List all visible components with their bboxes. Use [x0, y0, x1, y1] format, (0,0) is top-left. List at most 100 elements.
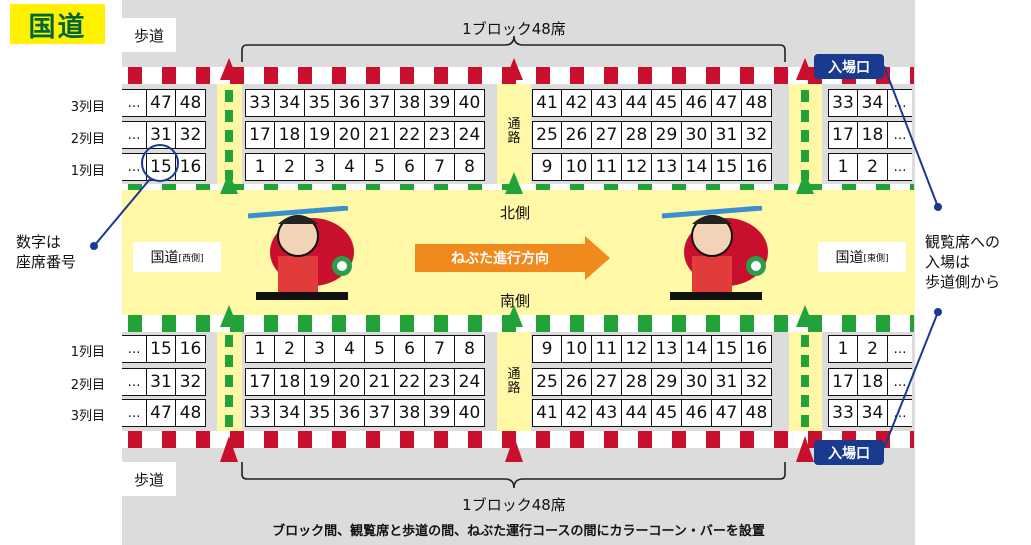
seat-cell[interactable]: 14 — [682, 153, 712, 181]
seat-cell[interactable]: 13 — [652, 335, 682, 363]
seat-cell[interactable]: 29 — [652, 368, 682, 396]
seat-cell[interactable]: 27 — [592, 121, 622, 149]
seat-cell[interactable]: 36 — [335, 399, 365, 427]
seat-cell[interactable]: 25 — [532, 368, 562, 396]
seat-cell[interactable]: 7 — [425, 335, 455, 363]
seat-cell[interactable]: 41 — [532, 399, 562, 427]
seat-cell[interactable]: 4 — [335, 153, 365, 181]
seat-cell[interactable]: 44 — [622, 399, 652, 427]
seat-cell[interactable]: 13 — [652, 153, 682, 181]
seat-cell[interactable]: 16 — [176, 153, 206, 181]
seat-cell[interactable]: 6 — [395, 335, 425, 363]
seat-cell[interactable]: 32 — [742, 368, 772, 396]
seat-cell[interactable]: 16 — [176, 335, 206, 363]
seat-cell[interactable]: 7 — [425, 153, 455, 181]
seat-cell[interactable]: 9 — [532, 153, 562, 181]
seat-cell[interactable]: 8 — [455, 335, 485, 363]
seat-cell[interactable]: 3 — [305, 153, 335, 181]
seat-cell[interactable]: 47 — [146, 89, 176, 117]
seat-cell[interactable]: 43 — [592, 89, 622, 117]
seat-cell[interactable]: 18 — [858, 121, 888, 149]
seat-cell[interactable]: 21 — [365, 121, 395, 149]
seat-cell[interactable]: 33 — [245, 89, 275, 117]
seat-cell[interactable]: 47 — [712, 89, 742, 117]
seat-cell[interactable]: 40 — [455, 89, 485, 117]
seat-cell[interactable]: 34 — [275, 89, 305, 117]
seat-cell[interactable]: 34 — [858, 89, 888, 117]
seat-cell[interactable]: 16 — [742, 153, 772, 181]
seat-cell[interactable]: 1 — [245, 153, 275, 181]
seat-cell[interactable]: 31 — [712, 368, 742, 396]
seat-cell[interactable]: 30 — [682, 121, 712, 149]
seat-cell[interactable]: 18 — [275, 121, 305, 149]
seat-cell[interactable]: 31 — [146, 121, 176, 149]
seat-cell[interactable]: 2 — [275, 153, 305, 181]
seat-cell[interactable]: 48 — [176, 399, 206, 427]
seat-cell[interactable]: 26 — [562, 121, 592, 149]
seat-cell[interactable]: 47 — [146, 399, 176, 427]
seat-cell[interactable]: 44 — [622, 89, 652, 117]
seat-cell[interactable]: 15 — [712, 153, 742, 181]
entrance-badge-top[interactable]: 入場口 — [814, 54, 884, 79]
seat-cell[interactable]: 27 — [592, 368, 622, 396]
seat-cell[interactable]: 8 — [455, 153, 485, 181]
seat-cell[interactable]: 45 — [652, 399, 682, 427]
seat-cell[interactable]: 24 — [455, 121, 485, 149]
seat-cell[interactable]: 38 — [395, 89, 425, 117]
seat-cell[interactable]: 18 — [275, 368, 305, 396]
seat-cell[interactable]: 30 — [682, 368, 712, 396]
seat-cell[interactable]: 2 — [275, 335, 305, 363]
seat-cell[interactable]: 46 — [682, 399, 712, 427]
seat-cell[interactable]: 46 — [682, 89, 712, 117]
seat-cell[interactable]: 16 — [742, 335, 772, 363]
seat-cell[interactable]: 40 — [455, 399, 485, 427]
seat-cell[interactable]: 12 — [622, 153, 652, 181]
seat-cell[interactable]: 22 — [395, 121, 425, 149]
seat-cell[interactable]: 35 — [305, 89, 335, 117]
seat-cell[interactable]: 15 — [146, 335, 176, 363]
seat-cell[interactable]: 20 — [335, 121, 365, 149]
seat-cell[interactable]: 10 — [562, 335, 592, 363]
seat-cell[interactable]: 31 — [712, 121, 742, 149]
seat-cell[interactable]: 5 — [365, 153, 395, 181]
seat-cell[interactable]: 33 — [828, 89, 858, 117]
seat-cell[interactable]: 38 — [395, 399, 425, 427]
seat-cell[interactable]: 33 — [828, 399, 858, 427]
seat-cell[interactable]: 19 — [305, 121, 335, 149]
seat-cell[interactable]: 29 — [652, 121, 682, 149]
seat-cell[interactable]: 20 — [335, 368, 365, 396]
seat-cell[interactable]: 2 — [858, 153, 888, 181]
seat-cell[interactable]: 17 — [245, 121, 275, 149]
seat-cell[interactable]: 32 — [176, 368, 206, 396]
seat-cell[interactable]: 28 — [622, 368, 652, 396]
seat-cell[interactable]: 1 — [828, 153, 858, 181]
seat-cell[interactable]: 6 — [395, 153, 425, 181]
entrance-badge-bottom[interactable]: 入場口 — [814, 440, 884, 465]
seat-cell[interactable]: 32 — [176, 121, 206, 149]
seat-cell[interactable]: 39 — [425, 89, 455, 117]
seat-cell[interactable]: 17 — [245, 368, 275, 396]
seat-cell[interactable]: 4 — [335, 335, 365, 363]
seat-cell[interactable]: 36 — [335, 89, 365, 117]
seat-cell[interactable]: 1 — [828, 335, 858, 363]
seat-cell[interactable]: 45 — [652, 89, 682, 117]
seat-cell[interactable]: 9 — [532, 335, 562, 363]
seat-cell[interactable]: 24 — [455, 368, 485, 396]
seat-cell[interactable]: 3 — [305, 335, 335, 363]
seat-cell[interactable]: 33 — [245, 399, 275, 427]
seat-cell[interactable]: 43 — [592, 399, 622, 427]
seat-cell[interactable]: 17 — [828, 121, 858, 149]
seat-cell[interactable]: 37 — [365, 89, 395, 117]
seat-cell[interactable]: 2 — [858, 335, 888, 363]
seat-cell[interactable]: 23 — [425, 121, 455, 149]
seat-cell[interactable]: 35 — [305, 399, 335, 427]
seat-cell[interactable]: 48 — [176, 89, 206, 117]
seat-cell[interactable]: 22 — [395, 368, 425, 396]
seat-cell[interactable]: 37 — [365, 399, 395, 427]
seat-cell[interactable]: 41 — [532, 89, 562, 117]
seat-cell[interactable]: 48 — [742, 89, 772, 117]
seat-cell[interactable]: 18 — [858, 368, 888, 396]
seat-cell[interactable]: 19 — [305, 368, 335, 396]
seat-cell[interactable]: 1 — [245, 335, 275, 363]
seat-cell[interactable]: 17 — [828, 368, 858, 396]
